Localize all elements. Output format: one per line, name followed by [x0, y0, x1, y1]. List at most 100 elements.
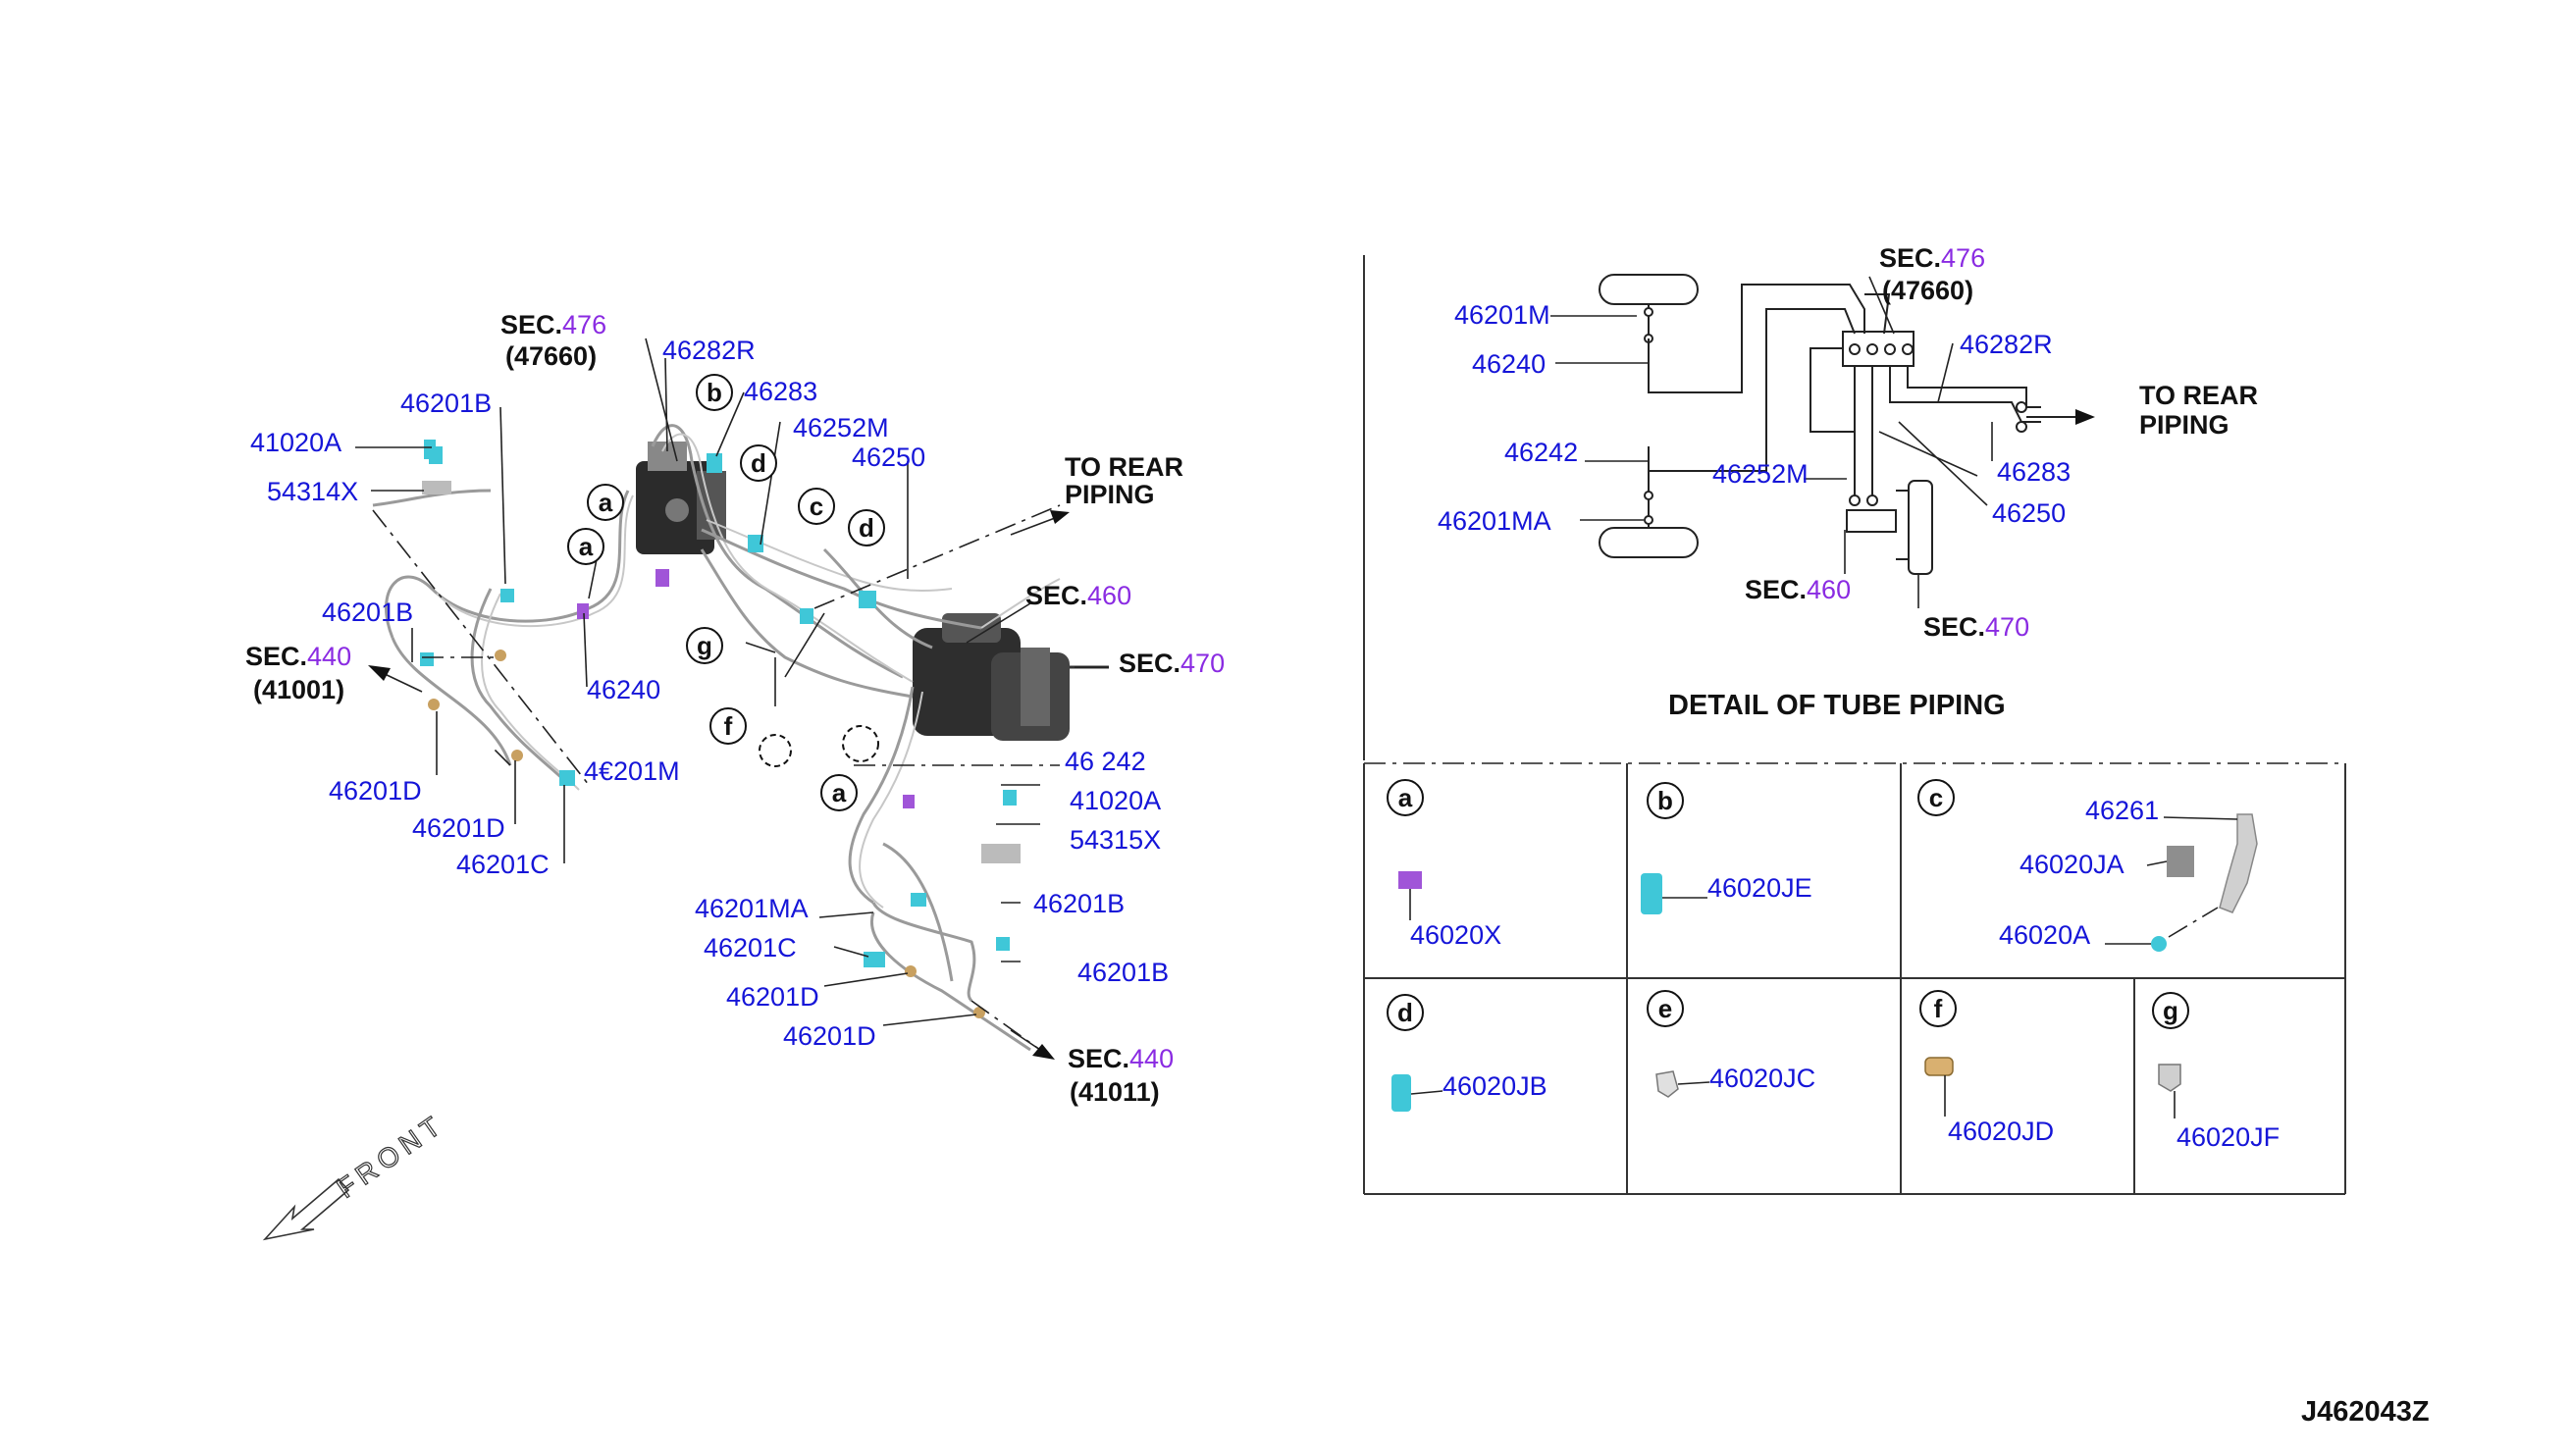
label-46201D-c: 46201D: [726, 982, 819, 1012]
detail-cell-a: a 46020X: [1387, 779, 1501, 950]
label-46020A: 46020A: [1999, 920, 2090, 950]
label-46020JB: 46020JB: [1442, 1071, 1547, 1101]
clip-purple: [656, 569, 669, 587]
drawing-id: J462043Z: [2301, 1396, 2430, 1428]
front-direction-indicator: FRONT: [262, 1107, 451, 1241]
clip-cyan: [500, 589, 514, 602]
callout-a-2: a: [567, 528, 604, 565]
label-46201C-right: 46201C: [704, 933, 797, 962]
sec476-label: SEC.476: [500, 310, 606, 339]
detail-cell-d: d 46020JB: [1387, 994, 1547, 1112]
clip-46020JA-icon: [2167, 846, 2194, 877]
clip-cyan: [707, 453, 722, 473]
schematic-sec470-label: SEC.470: [1923, 612, 2029, 642]
sec440-front-sub: (41001): [253, 675, 344, 704]
bracket-54315x: [981, 844, 1021, 863]
label-46020X: 46020X: [1410, 920, 1501, 950]
svg-text:g: g: [697, 631, 712, 660]
bolt-46020A-icon: [2151, 936, 2167, 952]
detail-cell-e: e 46020JC: [1647, 990, 1815, 1098]
label-46020JF: 46020JF: [2177, 1122, 2280, 1152]
clip-46020JB-icon: [1391, 1074, 1411, 1112]
schematic-to-rear-line1: TO REAR: [2139, 381, 2258, 410]
pipe-rear-circuit: [1648, 308, 1856, 472]
clip-cyan: [800, 608, 813, 624]
label-46240: 46240: [587, 675, 660, 704]
label-46201D-b: 46201D: [412, 813, 505, 843]
svg-text:a: a: [579, 532, 594, 561]
callout-obscured: [759, 734, 792, 767]
wheel-front-left: [1599, 274, 1699, 305]
label-46201D-d: 46201D: [783, 1021, 876, 1051]
label-46020JD: 46020JD: [1948, 1117, 2054, 1146]
svg-text:a: a: [599, 488, 613, 517]
clip-purple: [577, 603, 589, 619]
leader-lines: [355, 338, 1109, 1026]
clip-flare-nut: [428, 699, 440, 710]
detail-cell-g: g 46020JF: [2152, 992, 2280, 1152]
label-46242: 46 242: [1065, 747, 1146, 776]
clip-cyan: [859, 591, 876, 608]
clip-cyan: [864, 952, 885, 967]
clip-cyan: [420, 652, 434, 666]
schematic-label-46242: 46242: [1504, 438, 1578, 467]
label-46201B-r1: 46201B: [1033, 889, 1125, 918]
schematic-label-46283: 46283: [1997, 457, 2071, 487]
arrow-sec440-rear: [1010, 1029, 1041, 1051]
clip-purple: [903, 795, 915, 808]
tube-piping-schematic: SEC.476 (47660) 46201M 46240 46242 46201…: [1363, 243, 2258, 760]
wheel-rear-left: [1599, 527, 1699, 558]
label-46283: 46283: [744, 377, 817, 406]
front-label: FRONT: [332, 1108, 450, 1204]
bolt-41020a: [424, 440, 436, 459]
svg-text:d: d: [751, 448, 766, 478]
svg-text:b: b: [707, 378, 722, 407]
svg-text:f: f: [724, 711, 733, 741]
master-cylinder-booster: [913, 613, 1109, 741]
clip-cyan: [559, 770, 575, 786]
detail-grid: a 46020X b 46020JE c 46261 46020JA: [1363, 762, 2346, 1195]
label-41020A-left: 41020A: [250, 428, 341, 457]
assembly-drawing: SEC.476 (47660) 46282R 46283 46252M 4625…: [245, 310, 1225, 1241]
schematic-label-46201M: 46201M: [1454, 300, 1550, 330]
schematic-sec476-label: SEC.476: [1879, 243, 1985, 273]
callout-f: f: [709, 707, 747, 745]
svg-text:g: g: [2163, 996, 2178, 1025]
callout-d-1: d: [740, 444, 777, 482]
clip-46020JC-icon: [1655, 1070, 1679, 1098]
brake-booster: [1908, 480, 1933, 575]
detail-of-tube-piping-title: DETAIL OF TUBE PIPING: [1668, 690, 2006, 721]
clip-46020JD-icon: [1924, 1057, 1954, 1076]
svg-text:a: a: [832, 778, 847, 807]
schematic-label-46250: 46250: [1992, 498, 2066, 528]
schematic-sec460-label: SEC.460: [1745, 575, 1851, 604]
pipe-front-circuit: [1648, 284, 1865, 393]
sec440-rear-sub: (41011): [1070, 1077, 1160, 1107]
bracket-46261-icon: [2219, 813, 2258, 913]
label-46261: 46261: [2085, 796, 2159, 825]
schematic-to-rear-line2: PIPING: [2139, 410, 2229, 440]
to-rear-piping-line1: TO REAR: [1065, 452, 1183, 482]
label-41020A-right: 41020A: [1070, 786, 1161, 815]
label-46020JC: 46020JC: [1709, 1064, 1815, 1093]
label-46201C-left: 46201C: [456, 850, 550, 879]
detail-cell-b: b 46020JE: [1641, 782, 1812, 914]
dash-line: [490, 745, 511, 766]
detail-cell-f: f 46020JD: [1919, 990, 2054, 1146]
label-46020JE: 46020JE: [1707, 873, 1812, 903]
sec440-front-label: SEC.440: [245, 642, 351, 671]
callout-a-1: a: [587, 484, 624, 521]
sec476-sub: (47660): [505, 341, 597, 371]
clip-flare-nut: [511, 750, 523, 761]
schematic-label-46282R: 46282R: [1960, 330, 2053, 359]
to-rear-piping-line2: PIPING: [1065, 480, 1155, 509]
bracket-54314x: [422, 481, 451, 494]
arrow-to-rear: [1010, 517, 1056, 536]
clip-cyan: [1003, 790, 1017, 806]
arrow-head: [1032, 1044, 1055, 1060]
clip-flare-nut: [495, 650, 506, 661]
label-46201B-r2: 46201B: [1077, 958, 1169, 987]
svg-text:a: a: [1398, 783, 1413, 812]
label-54314X: 54314X: [267, 477, 358, 506]
